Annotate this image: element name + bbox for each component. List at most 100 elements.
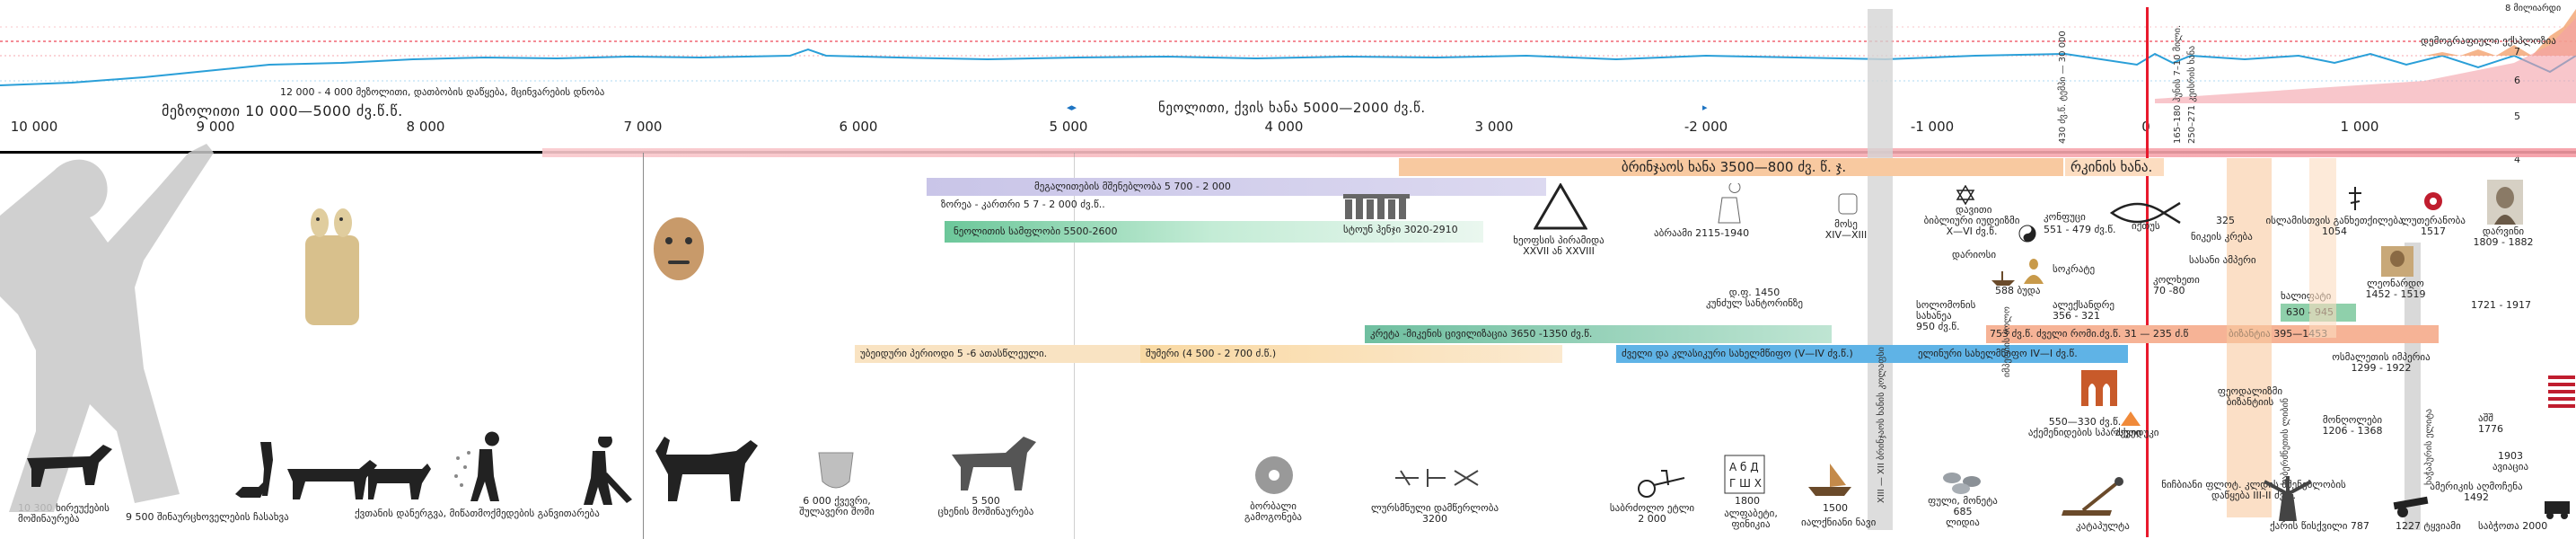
aviation-label: 1903 ავიაცია (2492, 451, 2528, 473)
year-5000: 5 000 (1049, 119, 1088, 135)
usa-text: აშშ 1776 (2478, 412, 2503, 435)
alphabet-icon: A б Д Г Ш Х (1724, 455, 1765, 494)
year-zero-line (2146, 7, 2149, 537)
reformation-text: ლუთერანობა 1517 (2401, 215, 2466, 237)
crescent-icon (2281, 192, 2291, 212)
nicaea-label: ნიკეის კრება (2191, 231, 2253, 243)
aristotle-label: 550—330 ძვ.წ. აქემენიდების სპარსეთი (2028, 417, 2141, 438)
darwin-text: დარვინი 1809 - 1882 (2473, 225, 2534, 248)
year-10000: 10 000 (10, 119, 58, 135)
writing-caption-text: ლურსმნული დამწერლობა 3200 (1370, 502, 1499, 525)
neolithic-settlements-band: ნეოლითის სამფლობი 5500-2600 (945, 221, 1483, 243)
hittite-label: დ.ფ. 1450 კუნძულ სანტორინზე (1706, 287, 1803, 309)
pink-band (542, 148, 2576, 157)
cattle-icon (27, 445, 112, 487)
cannon-icon (2393, 496, 2429, 517)
alexander-label: ალექსანდრე 356 - 321 (2053, 300, 2114, 322)
fish-icon (2110, 201, 2181, 225)
solomon-text: სოლომონის სახანეა 950 ძვ.წ. (1916, 299, 1976, 332)
scale-right-5: 5 (2514, 110, 2520, 122)
ship-caption: იალქნიანი ნავი (1801, 517, 1877, 528)
confucius-label: კონფუცი (2044, 211, 2086, 223)
pyramid-text: ხეოფსის პირამიდა XXVII ან XXVIII (1513, 234, 1605, 257)
wheel-icon (1255, 456, 1293, 494)
stonehenge-label: სტოუნ ჰენჯი 3020-2910 (1343, 224, 1458, 235)
bronze-age-band: ბრინჯაოს ხანა 3500—800 ძვ. წ. ჯ. (1399, 158, 2063, 176)
explosion-label: დემოგრაფიული ექსპლოზია (2421, 35, 2556, 47)
ship-icon (1808, 464, 1851, 496)
year-2000: -2 000 (1684, 119, 1728, 135)
mongols-label: მონღოლები 1206 - 1368 (2323, 415, 2383, 437)
agriculture-caption: ქვთანის დანერგვა, მიწათმოქმედების განვით… (355, 508, 600, 519)
scale-right-6: 6 (2514, 75, 2520, 86)
figurine-icon (305, 208, 359, 325)
grey-column (1868, 9, 1893, 530)
money-caption-text: ფული, მონეტა 685 ლიდია (1928, 495, 1998, 528)
iron-age-band: რკინის ხანა. (2065, 158, 2164, 176)
rome-band: 753 ძვ.წ. ძველი რომი.ძვ.წ. 31 — 235 ძ.წ (1986, 325, 2227, 343)
medieval-column (2309, 158, 2336, 338)
solomon-label: სოლომონის სახანეა 950 ძვ.წ. (1916, 300, 1975, 332)
ship-year: 1500 (1823, 502, 1848, 514)
alexander-text: ალექსანდრე 356 - 321 (2053, 299, 2114, 322)
leonardo-text: ლეონარდო 1452 - 1519 (2365, 278, 2426, 300)
ubaid-band: უბეიდური პერიოდი 5 -6 ათასწლეული. (855, 345, 1142, 363)
bible-text: ბიბლიური იუდეიზმი X—VI ძვ.წ. (1923, 215, 2020, 237)
svg-text:Г Ш Х: Г Ш Х (1729, 477, 1762, 490)
buddhism-label: 588 ბუდა (1995, 285, 2041, 296)
flag-usa-icon (2548, 376, 2575, 408)
wheel-caption: ბორბალი გამოგონება (1244, 501, 1302, 523)
oxen-icon (655, 437, 758, 501)
year-6000: 6 000 (839, 119, 878, 135)
schism-label: ისლამისთვის განხეთქილება 1054 (2265, 216, 2403, 237)
year-4000: 4 000 (1264, 119, 1304, 135)
alphabet-caption: ალფაბეტი, ფინიკია (1724, 508, 1778, 530)
aristotle-text: 550—330 ძვ.წ. აქემენიდების სპარსეთი (2027, 416, 2142, 438)
chariot-caption-text: საბრძოლო ეტლი 2 000 (1609, 502, 1695, 525)
zoroaster-label: ზორეა - კართრი 5 7 - 2 000 ძვ.წ.. (941, 199, 1105, 210)
bible-label: ბიბლიური იუდეიზმი X—VI ძვ.წ. (1924, 216, 2020, 237)
writing-caption: ლურსმნული დამწერლობა 3200 (1371, 503, 1499, 525)
year-1000-ad: 1 000 (2340, 119, 2379, 135)
chariot-icon (1638, 470, 1685, 498)
catapult-icon (2062, 477, 2123, 516)
cat-icon (235, 482, 268, 498)
neolithic-arrow-left: ◂▸ (1067, 102, 1077, 113)
moses-label: მოსე XIV—XIII (1825, 219, 1868, 241)
feudalism-label: ფეოდალიზმი ბიზანტიის (2218, 386, 2282, 408)
mask-icon (654, 217, 704, 280)
moses-text: მოსე XIV—XIII (1824, 218, 1868, 241)
caliph-rotated: ხაჭაპურის ელიტა (2424, 409, 2434, 485)
svg-text:A б Д: A б Д (1729, 461, 1759, 473)
council-325: 325 (2216, 215, 2235, 226)
blue-band: ძველი და კლასიკური სახელმწიფო (V—IV ძვ.წ… (1616, 345, 1912, 363)
hittite-text: დ.ფ. 1450 კუნძულ სანტორინზე (1705, 287, 1804, 309)
abraham-label: აბრაამი 2115-1940 (1654, 227, 1750, 239)
mongols-text: მონღოლები 1206 - 1368 (2322, 414, 2383, 437)
scale-right-label: 8 მილიარდი (2505, 4, 2562, 13)
coins-icon (1943, 473, 1981, 494)
wheel-caption-text: ბორბალი გამოგონება (1244, 500, 1303, 523)
darius-label: დარიოსი (1952, 249, 1997, 261)
horse-icon (952, 437, 1036, 490)
ww-label: 1721 - 1917 (2471, 299, 2531, 311)
horse-caption-text: 5 500 ცხენის მოშინაურება (937, 495, 1034, 517)
pyramid-icon (1534, 183, 1587, 230)
pyramid-orange-icon (2121, 411, 2141, 426)
aqueduct-icon (2081, 370, 2117, 406)
bronze-collapse-rotated: XIII — XII ბრინჯაოს ხანის კოლაფსი (1877, 347, 1886, 503)
mesolithic-label: მეზოლითი 10 000—5000 ძვ.წ.წ. (162, 102, 403, 119)
star-of-david-icon (1956, 185, 1975, 205)
divider-7000 (643, 153, 644, 539)
alphabet-caption-text: ალფაბეტი, ფინიკია (1724, 508, 1778, 530)
cretan-band: კრეტა -მიკენის ცივილიზაცია 3650 -1350 ძვ… (1365, 325, 1832, 343)
aviation-text: 1903 ავიაცია (2492, 450, 2529, 473)
leonardo-portrait (2381, 246, 2413, 277)
stonehenge-icon (1343, 194, 1410, 219)
hellenism-band: ელინური სახელმწიფო IV—I ძვ.წ. (1912, 345, 2128, 363)
kolchis-text: კოლხეთი 70 -80 (2153, 274, 2200, 296)
dogs-caption: 9 500 შინაურცხოველების ჩასახვა (126, 511, 289, 523)
gunpowder-caption: 1227 ტყვიამი (2396, 520, 2461, 532)
ceramics-caption-text: 6 000 ქვევრი, შულავერი შომი (799, 495, 875, 517)
year-3000: 3 000 (1474, 119, 1514, 135)
